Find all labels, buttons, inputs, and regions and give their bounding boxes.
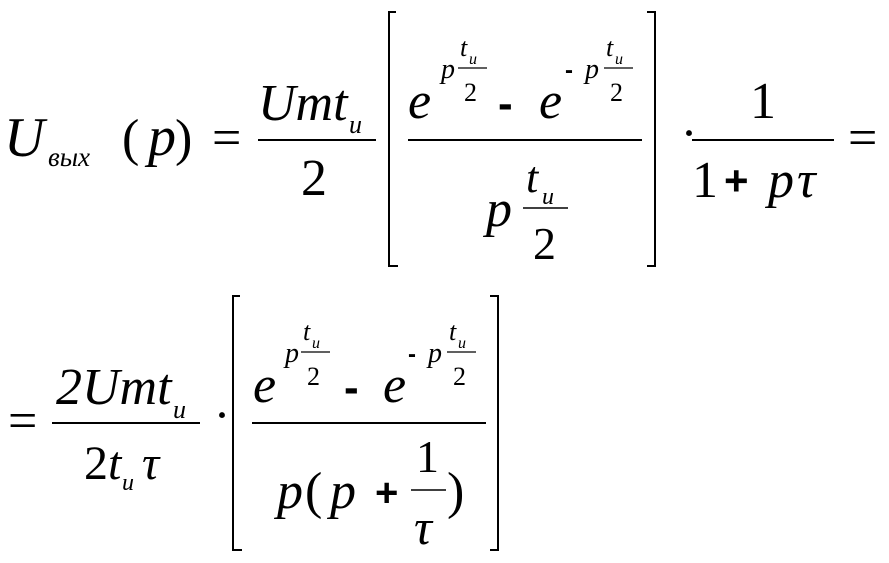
multiply-dot-1: ·: [683, 113, 695, 153]
exp-base-pos: e: [408, 73, 431, 130]
transfer-den-one: 1: [692, 152, 718, 209]
line2-coef-numerator: 2Umt: [56, 359, 173, 416]
l2-exp-den-neg: 2: [453, 362, 466, 391]
transfer-numerator: 1: [750, 73, 776, 130]
l2-den-p1: p: [273, 463, 303, 520]
line2-coef-den-two: 2: [84, 437, 108, 490]
exp-den-neg: 2: [610, 78, 623, 107]
l2-minus-sign: -: [344, 363, 359, 412]
formula-line-2: = 2Umt и 2 t и τ · e p t и 2 - e - p t: [8, 295, 499, 555]
line2-coef-numerator-sub: и: [173, 395, 186, 424]
right-bracket-1: [647, 11, 656, 267]
l2-exp-base-pos: e: [253, 357, 276, 414]
l2-exp-base-neg: e: [383, 357, 406, 414]
line2-coefficient-fraction: 2Umt и 2 t и τ: [52, 359, 200, 496]
den-t-sub: и: [542, 184, 554, 210]
l2-exp-neg-sign: -: [408, 341, 416, 368]
coefficient-fraction: Umt и 2: [258, 75, 376, 207]
exp-p-pos: p: [439, 54, 455, 85]
l2-exp-t-neg: t: [449, 317, 457, 346]
exp-t-neg: t: [606, 33, 614, 62]
coef-denominator: 2: [301, 150, 327, 207]
l2-exp-p-neg: p: [426, 338, 442, 369]
l2-den-tau: τ: [414, 499, 434, 555]
formula-line-1: U вых ( p ) = Umt и 2 e p t и 2 -: [4, 11, 877, 269]
l2-den-lparen: (: [305, 463, 322, 520]
exp-t-pos: t: [460, 33, 468, 62]
line2-coef-den-sub: и: [122, 470, 134, 496]
bracket-fraction-2: e p t и 2 - e - p t и 2 p ( p + 1 τ ): [252, 317, 486, 555]
den-p: p: [482, 181, 512, 238]
line2-equals: =: [8, 393, 37, 450]
exp-sub-neg: и: [615, 51, 623, 68]
bracket-fraction-1: e p t и 2 - e - p t и 2 p t и 2: [408, 33, 642, 269]
lhs-lparen: (: [122, 110, 139, 167]
exp-den-pos: 2: [464, 78, 477, 107]
den-inner-den: 2: [533, 218, 556, 269]
transfer-den-plus: +: [724, 157, 749, 204]
minus-sign: -: [498, 79, 513, 128]
exp-p-neg: p: [583, 54, 599, 85]
transfer-den-tau: τ: [797, 152, 818, 209]
l2-den-plus: +: [375, 471, 398, 515]
left-bracket-1: [388, 11, 398, 267]
l2-exp-den-pos: 2: [307, 362, 320, 391]
transfer-den-p: p: [764, 152, 794, 209]
lhs-equals: =: [212, 110, 241, 167]
exp-sub-pos: и: [469, 51, 477, 68]
l2-den-rparen: ): [447, 463, 464, 520]
lhs-func: U: [4, 107, 48, 169]
coef-numerator: Umt: [258, 75, 349, 132]
coef-numerator-sub: и: [349, 110, 362, 139]
line2-coef-den-tau: τ: [142, 437, 161, 490]
l2-den-p2: p: [326, 463, 356, 520]
trailing-equals: =: [848, 110, 877, 167]
line2-coef-den-t: t: [108, 437, 123, 490]
lhs-rparen: ): [175, 110, 192, 167]
right-bracket-2: [490, 295, 499, 551]
transfer-fraction: 1 1 + p τ: [692, 73, 834, 209]
den-t: t: [526, 153, 540, 202]
lhs-subscript: вых: [48, 142, 90, 172]
l2-exp-sub-pos: и: [312, 335, 320, 352]
l2-den-one: 1: [416, 431, 439, 482]
multiply-dot-2: ·: [216, 395, 228, 435]
left-bracket-2: [232, 295, 242, 551]
exp-neg-sign: -: [565, 57, 573, 84]
lhs: U вых ( p ) =: [4, 106, 241, 172]
exp-base-neg: e: [539, 73, 562, 130]
l2-exp-t-pos: t: [303, 317, 311, 346]
lhs-arg: p: [144, 106, 176, 168]
l2-exp-p-pos: p: [283, 338, 299, 369]
l2-exp-sub-neg: и: [458, 335, 466, 352]
